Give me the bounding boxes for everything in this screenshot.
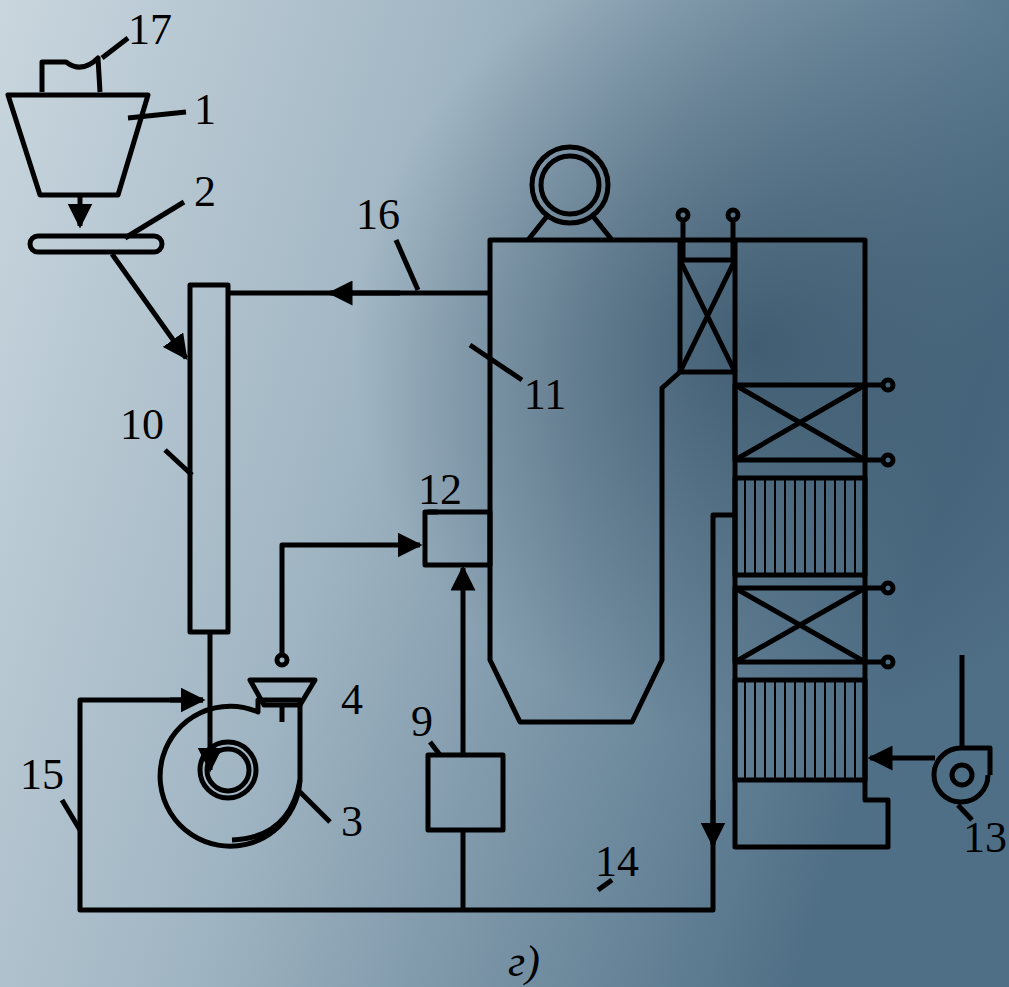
callout-number: 9: [411, 700, 433, 744]
callout-number: 13: [963, 816, 1007, 860]
callout-number: 3: [341, 800, 363, 844]
callout-number: 10: [120, 403, 164, 447]
callout-number: 15: [20, 753, 64, 797]
callout-number: 16: [356, 193, 400, 237]
callout-number: 2: [194, 170, 216, 214]
callout-number: 11: [524, 373, 566, 417]
callout-number: 1: [194, 88, 216, 132]
callout-number: 14: [595, 840, 639, 884]
callout-number: 4: [341, 678, 363, 722]
figure-caption: г): [508, 940, 540, 984]
callout-number: 12: [418, 468, 462, 512]
callout-number: 17: [128, 8, 172, 52]
